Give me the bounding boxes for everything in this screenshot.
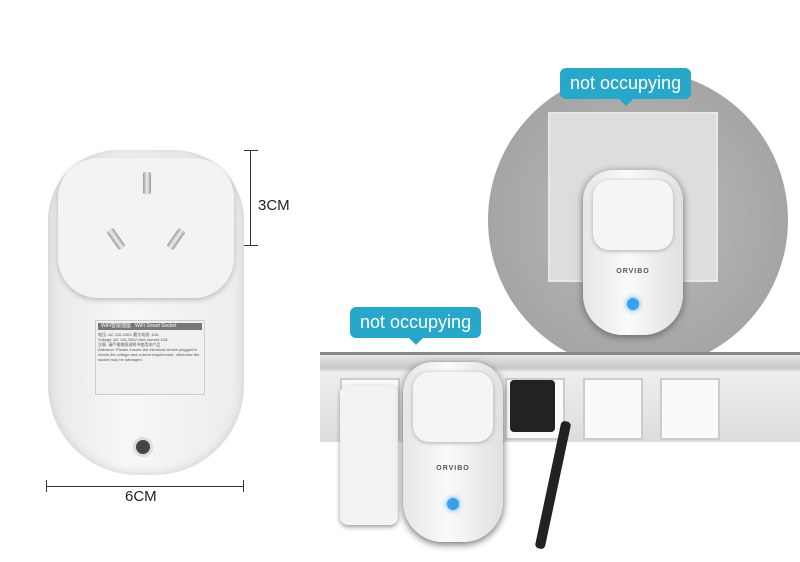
socket-face — [413, 372, 493, 442]
label-note-en: Attention: Please ensure the electrical … — [98, 347, 200, 362]
label-current-en: Max current 10A — [138, 337, 168, 342]
label-current-cn: 最大电流: 10A — [133, 332, 159, 337]
width-label: 6CM — [125, 488, 157, 505]
height-dimension-line — [250, 150, 251, 245]
label-voltage-cn: 电压: AC 110-250V — [98, 332, 132, 337]
brand-logo: ORVIBO — [616, 268, 650, 275]
screw — [133, 437, 153, 457]
label-note-cn: 注意: 请严格按照说明书使用本产品 — [98, 342, 161, 347]
spec-label: WiFi智能插座 WiFi Smart Socket 电压: AC 110-25… — [95, 320, 205, 395]
height-label: 3CM — [258, 197, 290, 214]
led-indicator — [447, 498, 459, 510]
label-title-en: WiFi Smart Socket — [135, 323, 177, 329]
callout-top: not occupying — [560, 68, 692, 106]
black-plug — [510, 380, 555, 432]
smart-plug-strip: ORVIBO — [403, 362, 503, 542]
height-tick-bottom — [244, 245, 258, 246]
plug-pin-earth — [143, 172, 151, 194]
width-dimension-line — [46, 486, 244, 487]
height-tick-top — [244, 150, 258, 151]
white-plug-cable — [340, 385, 398, 525]
strip-outlet — [583, 378, 643, 440]
width-tick-left — [46, 480, 47, 492]
callout-text: not occupying — [570, 73, 682, 93]
callout-text: not occupying — [360, 312, 472, 332]
brand-logo: ORVIBO — [436, 465, 470, 472]
strip-outlet — [660, 378, 720, 440]
label-title-cn: WiFi智能插座 — [101, 323, 131, 329]
callout-strip: not occupying — [350, 307, 482, 345]
socket-face — [593, 180, 673, 250]
width-tick-right — [243, 480, 244, 492]
led-indicator — [627, 298, 639, 310]
label-voltage-en: Voltage: AC 110-250V — [98, 337, 138, 342]
smart-plug-wall: ORVIBO — [583, 170, 683, 335]
